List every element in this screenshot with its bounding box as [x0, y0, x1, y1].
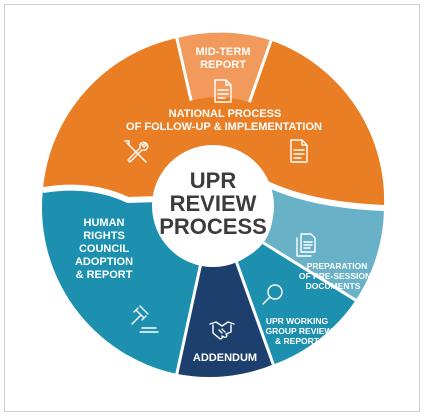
addendum-label: ADDENDUM [193, 352, 257, 364]
working-group-label-line1: UPR WORKING [266, 316, 329, 326]
hrc-label-line3: COUNCIL [79, 243, 129, 255]
mid-term-label-line2: REPORT [200, 59, 246, 71]
national-process-label-line1: NATIONAL PROCESS [169, 108, 282, 120]
magnifier-icon [262, 284, 283, 305]
working-group-label-line3: & REPORT [275, 336, 320, 346]
preparation-label-line1: PREPARATION [307, 261, 368, 271]
center-title-line3: PROCESS [159, 214, 267, 239]
documents-icon [296, 233, 316, 257]
gavel-icon [131, 305, 159, 333]
preparation-label-line2: OF PRE-SESSION [299, 271, 371, 281]
segment-national-process [42, 38, 385, 208]
center-title-line1: UPR [190, 168, 237, 193]
segment-mid-term-report [176, 32, 272, 103]
segment-working-group [236, 242, 356, 365]
document-icon [214, 79, 232, 103]
hrc-label-line5: & REPORT [76, 269, 133, 281]
hrc-label-line4: ADOPTION [75, 256, 133, 268]
tools-icon [124, 140, 149, 163]
mid-term-label-line1: MID-TERM [196, 46, 251, 58]
hrc-label-line2: RIGHTS [83, 230, 125, 242]
preparation-label-line3: DOCUMENTS [306, 281, 361, 291]
center-circle [152, 145, 274, 267]
segment-addendum [176, 261, 274, 378]
document-icon [290, 139, 308, 163]
center-title-line2: REVIEW [170, 191, 257, 216]
hrc-label-line1: HUMAN [84, 217, 125, 229]
segment-preparation [263, 183, 384, 301]
national-process-label-line2: OF FOLLOW-UP & IMPLEMENTATION [126, 121, 322, 133]
working-group-label-line2: GROUP REVIEW [266, 326, 334, 336]
handshake-icon [209, 321, 235, 340]
